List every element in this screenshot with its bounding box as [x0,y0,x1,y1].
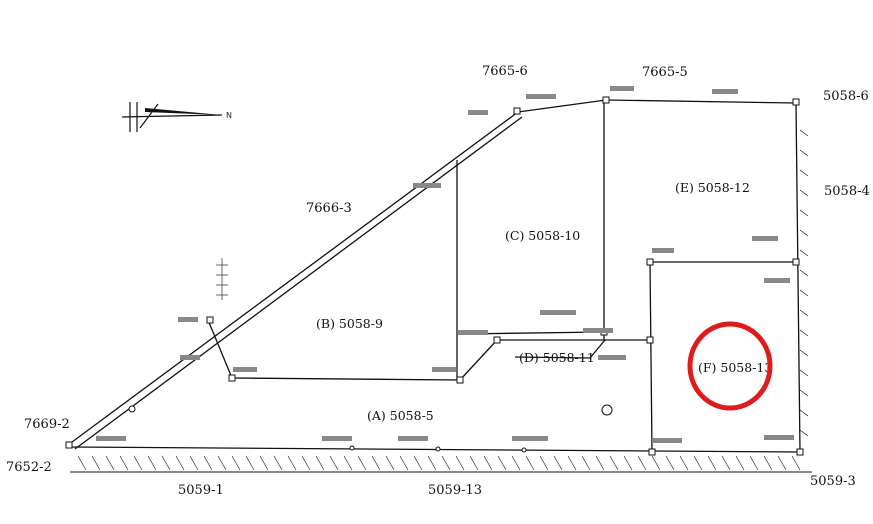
adjacent-lot-label: 7665-6 [482,64,528,79]
parcel-label-a: (A) 5058-5 [367,408,434,423]
parcel-label-e: (E) 5058-12 [675,180,750,195]
adjacent-lot-label: 7665-5 [642,65,688,80]
adjacent-lot-label: 7652-2 [6,460,52,475]
boundary-markers [65,96,804,456]
adjacent-lot-label: 5058-4 [824,184,870,199]
adjacent-lot-label: 5059-13 [428,483,482,498]
parcel-label-d: (D) 5058-11 [519,350,595,365]
adjacent-lot-label: 5059-3 [810,474,856,489]
parcel-boundaries [67,99,801,453]
adjacent-lot-label: 5059-1 [178,483,224,498]
parcel-label-c: (C) 5058-10 [505,228,580,243]
north-letter: N [226,111,232,120]
road-hatch-strip [70,129,812,473]
adjacent-lot-label: 7666-3 [306,201,352,216]
highlight-circle [687,321,773,411]
survey-point-annotations [96,86,794,443]
north-arrow-icon: N [121,102,232,132]
vegetation-mark [216,258,228,300]
adjacent-lot-label: 7669-2 [24,417,70,432]
adjacent-lot-label: 5058-6 [823,89,869,104]
parcel-label-f: (F) 5058-13 [698,360,772,375]
parcel-label-b: (B) 5058-9 [316,316,383,331]
